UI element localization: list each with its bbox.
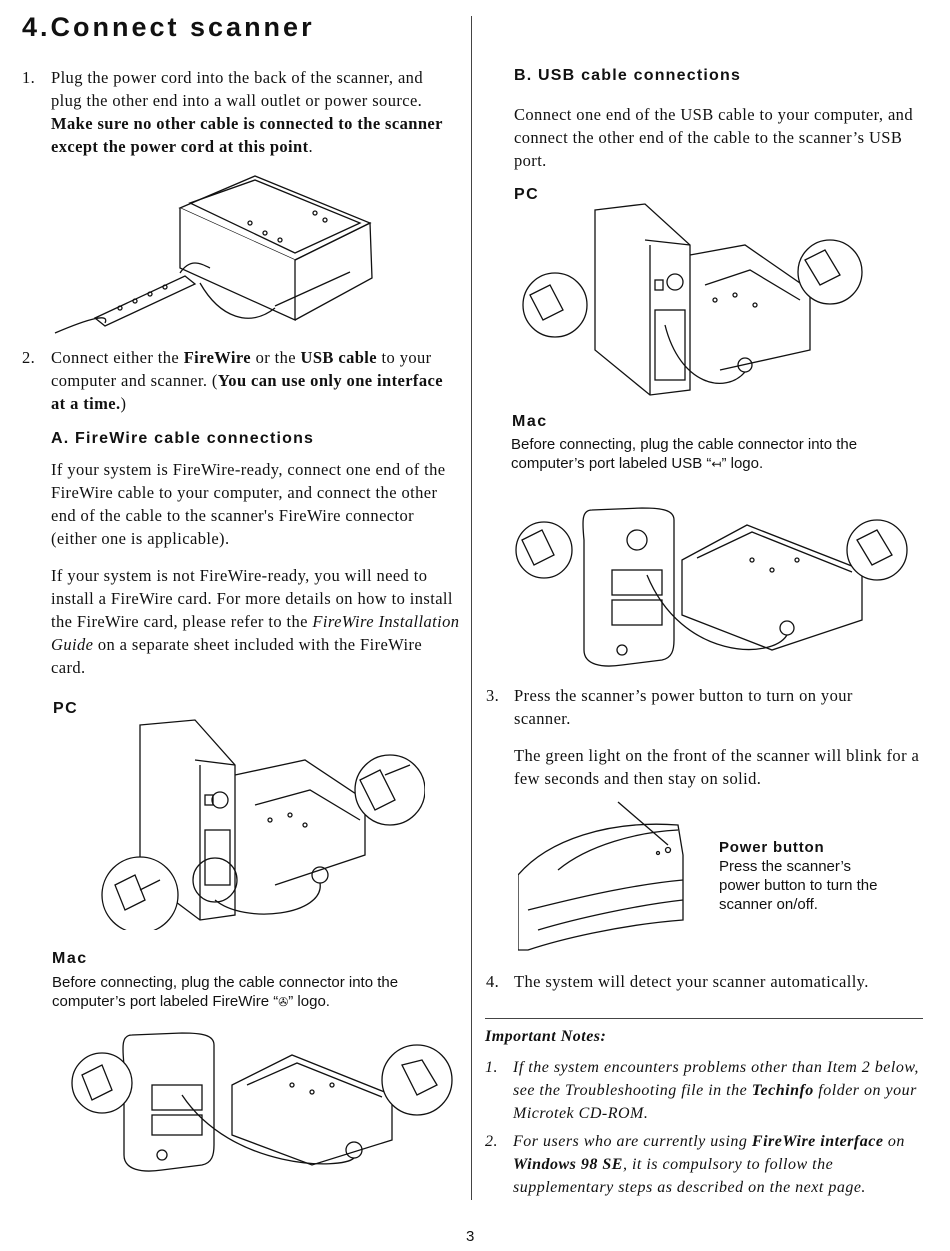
fw-mac-caption-a: Before connecting, plug the cable connec… (52, 974, 399, 1010)
note-2-firewire: FireWire interface (751, 1133, 884, 1150)
note-2-windows: Windows 98 SE (513, 1156, 623, 1173)
usb-mac-illustration (512, 500, 912, 670)
step-3-paragraph: The green light on the front of the scan… (514, 746, 920, 788)
note-1-a: If the system encounters problems other … (513, 1059, 919, 1099)
note-2-e: , it is compulsory to follow the supplem… (513, 1156, 866, 1196)
usb-heading: B. USB cable connections (514, 67, 742, 84)
usb-mac-label: Mac (512, 413, 548, 430)
step-2-t1: Connect either the (51, 348, 184, 367)
firewire-pc-illustration (95, 715, 425, 930)
usb-logo-icon: ↤ (711, 457, 722, 471)
note-2-c: on (883, 1133, 905, 1150)
step-2-t3: to your computer and scanner. ( (51, 348, 432, 390)
fw-mac-caption-b: ” logo. (288, 993, 330, 1010)
step-2-t2: or the (251, 348, 301, 367)
step-3-text: Press the scanner’s power button to turn… (514, 686, 853, 728)
firewire-mac-caption: Before connecting, plug the cable connec… (52, 973, 447, 1012)
page-title: 4.Connect scanner (22, 12, 315, 42)
step-2-note: You can use only one interface at a time… (51, 371, 443, 413)
step-1-warning: Make sure no other cable is connected to… (51, 114, 443, 156)
step-4-number: 4. (486, 972, 500, 991)
step-1-plain: Plug the power cord into the back of the… (51, 68, 423, 110)
firewire-paragraph-2: If your system is not FireWire-ready, yo… (51, 564, 461, 679)
firewire-paragraph-1: If your system is FireWire-ready, connec… (51, 460, 446, 548)
power-button-illustration (518, 800, 718, 955)
note-2-text: For users who are currently using FireWi… (513, 1130, 923, 1199)
step-1-end: . (308, 137, 314, 156)
power-button-title: Power button (719, 839, 825, 856)
step-2-number: 2. (22, 348, 36, 367)
firewire-logo-icon: ✇ (278, 995, 289, 1009)
usb-mac-caption-b: ” logo. (721, 455, 764, 472)
scanner-power-cord-illustration (50, 168, 380, 338)
firewire-heading: A. FireWire cable connections (51, 430, 315, 447)
fw-p2-b: on a separate sheet included with the Fi… (51, 635, 423, 677)
step-1-number: 1. (22, 68, 36, 87)
note-2-number: 2. (485, 1133, 498, 1150)
step-2-t4: ) (120, 394, 127, 413)
firewire-mac-label: Mac (52, 950, 88, 967)
note-1-techinfo: Techinfo (751, 1082, 814, 1099)
usb-paragraph: Connect one end of the USB cable to your… (514, 105, 913, 170)
column-divider (471, 16, 472, 1200)
important-notes-title: Important Notes: (485, 1028, 607, 1045)
step-2-text: Connect either the FireWire or the USB c… (51, 346, 461, 415)
fw-p2-a: If your system is not FireWire-ready, yo… (51, 566, 453, 631)
firewire-mac-illustration (62, 1025, 457, 1175)
page-number: 3 (466, 1228, 475, 1245)
fw-p2-guide: FireWire Installation Guide (51, 612, 460, 654)
step-4-text: The system will detect your scanner auto… (514, 972, 869, 991)
usb-mac-caption-a: Before connecting, plug the cable connec… (511, 436, 858, 472)
notes-divider (485, 1018, 923, 1019)
step-3-number: 3. (486, 686, 500, 705)
usb-mac-caption: Before connecting, plug the cable connec… (511, 435, 911, 474)
note-1-text: If the system encounters problems other … (513, 1056, 923, 1125)
note-1-number: 1. (485, 1059, 498, 1076)
note-2-a: For users who are currently using (513, 1133, 752, 1150)
note-1-c: folder on your Microtek CD-ROM. (513, 1082, 917, 1122)
firewire-pc-label: PC (53, 700, 79, 717)
step-1-text: Plug the power cord into the back of the… (51, 66, 456, 158)
usb-pc-illustration (515, 200, 865, 400)
power-button-description: Press the scanner’s power button to turn… (719, 858, 878, 913)
step-2-usb: USB cable (300, 348, 378, 367)
usb-pc-label: PC (514, 186, 540, 203)
step-2-firewire: FireWire (183, 348, 252, 367)
